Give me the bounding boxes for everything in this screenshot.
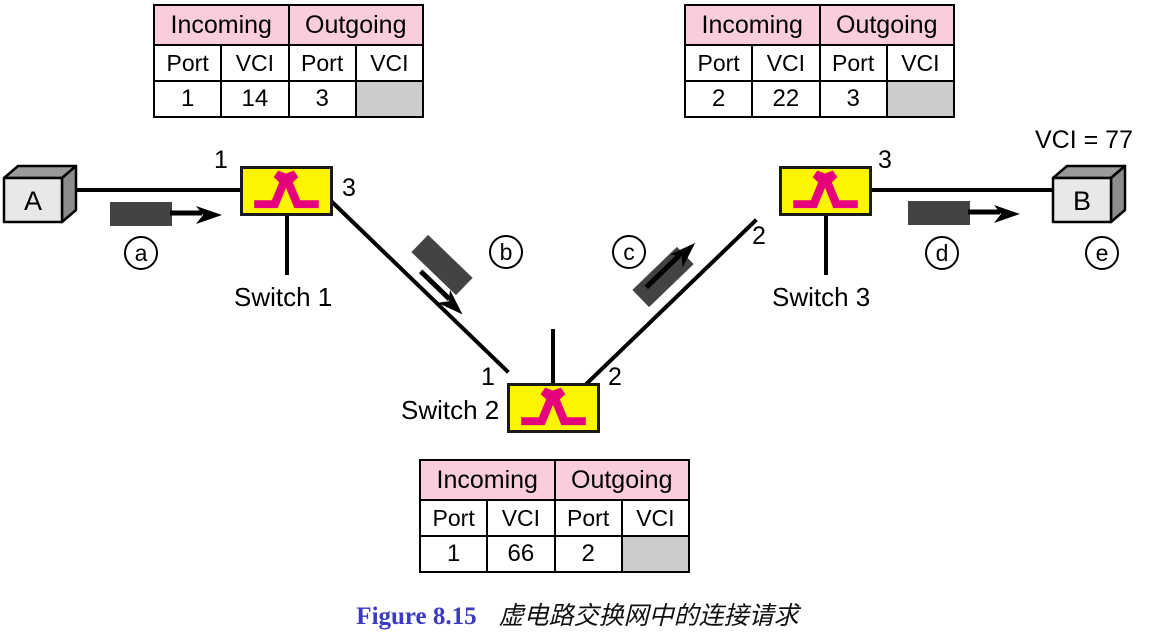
header-out-port: Port — [818, 44, 888, 82]
table-row-sub-headers: Port VCI Port VCI — [683, 44, 956, 82]
cell-in-port: 2 — [683, 80, 754, 118]
host-b-label: B — [1072, 186, 1091, 216]
header-in-port: Port — [152, 44, 223, 82]
step-b-label: b — [499, 238, 513, 265]
cell-in-vci: 14 — [220, 80, 290, 118]
header-in-port: Port — [418, 499, 489, 537]
link-switch2-stub — [551, 329, 555, 385]
table-row: 2 22 3 — [683, 80, 956, 118]
cell-out-port: 3 — [287, 80, 357, 118]
packet-d — [908, 201, 970, 225]
switch1-label: Switch 1 — [234, 282, 333, 312]
link-switch3-stub — [824, 213, 828, 275]
figure-caption-text: 虚电路交换网中的连接请求 — [498, 603, 799, 630]
host-box-icon — [1051, 164, 1127, 224]
table-row-group-headers: Incoming Outgoing — [419, 459, 690, 501]
cell-out-vci-blank — [620, 535, 691, 573]
table-row: 1 66 2 — [418, 535, 691, 573]
link-switch1-stub — [285, 213, 289, 275]
header-in-vci: VCI — [220, 44, 290, 82]
switch-crossbar-icon — [793, 170, 858, 209]
header-in-vci: VCI — [751, 44, 821, 82]
switch1-port-in-label: 1 — [214, 146, 228, 174]
table-row-group-headers: Incoming Outgoing — [153, 4, 424, 46]
switch2-label: Switch 2 — [401, 395, 500, 425]
vci-annotation: VCI = 77 — [1035, 126, 1133, 154]
cell-out-port: 2 — [553, 535, 623, 573]
switch-3[interactable] — [779, 166, 872, 216]
header-in-port: Port — [683, 44, 754, 82]
switch3-vci-table: Incoming Outgoing Port VCI Port VCI 2 22… — [683, 4, 956, 118]
switch-crossbar-icon — [254, 170, 319, 209]
cell-out-vci-blank — [885, 80, 956, 118]
header-outgoing: Outgoing — [818, 4, 955, 46]
step-c: c — [612, 235, 646, 269]
header-out-port: Port — [553, 499, 623, 537]
packet-a-arrow-icon — [170, 206, 222, 224]
table-row: 1 14 3 — [152, 80, 425, 118]
header-outgoing: Outgoing — [287, 4, 424, 46]
switch2-port-in-label: 1 — [481, 363, 495, 391]
header-incoming: Incoming — [684, 4, 821, 46]
header-in-vci: VCI — [486, 499, 556, 537]
cell-out-port: 3 — [818, 80, 888, 118]
table-row-group-headers: Incoming Outgoing — [684, 4, 955, 46]
step-d: d — [925, 236, 959, 270]
link-switch3-b — [866, 188, 1052, 192]
packet-c-arrow-icon — [644, 242, 696, 290]
switch-2[interactable] — [507, 383, 600, 433]
switch2-vci-table: Incoming Outgoing Port VCI Port VCI 1 66… — [418, 459, 691, 573]
table-row-sub-headers: Port VCI Port VCI — [418, 499, 691, 537]
switch-crossbar-icon — [521, 387, 586, 426]
switch1-vci-table: Incoming Outgoing Port VCI Port VCI 1 14… — [152, 4, 425, 118]
step-e-label: e — [1095, 239, 1109, 266]
step-c-label: c — [623, 238, 635, 265]
header-out-port: Port — [287, 44, 357, 82]
figure-number: Figure 8.15 — [356, 603, 477, 630]
link-a-switch1 — [72, 188, 244, 192]
host-box-icon — [2, 164, 78, 224]
switch2-port-out-label: 2 — [608, 363, 622, 391]
figure-caption: Figure 8.15 虚电路交换网中的连接请求 — [0, 596, 1155, 632]
header-incoming: Incoming — [153, 4, 290, 46]
host-b: B — [1051, 164, 1127, 226]
packet-b-arrow-icon — [418, 269, 463, 315]
cell-in-vci: 22 — [751, 80, 821, 118]
cell-in-port: 1 — [152, 80, 223, 118]
header-out-vci: VCI — [885, 44, 956, 82]
host-a-label: A — [23, 186, 42, 216]
header-out-vci: VCI — [354, 44, 425, 82]
step-a: a — [124, 236, 158, 270]
step-a-label: a — [134, 239, 148, 266]
cell-in-vci: 66 — [486, 535, 556, 573]
switch3-label: Switch 3 — [772, 282, 871, 312]
switch3-port-out-label: 3 — [878, 146, 892, 174]
header-incoming: Incoming — [419, 459, 556, 501]
host-a: A — [2, 164, 78, 226]
cell-in-port: 1 — [418, 535, 489, 573]
switch-1[interactable] — [240, 166, 333, 216]
step-d-label: d — [935, 239, 949, 266]
header-outgoing: Outgoing — [553, 459, 690, 501]
step-b: b — [489, 235, 523, 269]
switch3-port-in-label: 2 — [752, 222, 766, 250]
switch1-port-out-label: 3 — [342, 174, 356, 202]
packet-d-arrow-icon — [968, 205, 1020, 223]
header-out-vci: VCI — [620, 499, 691, 537]
packet-a — [110, 202, 172, 226]
step-e: e — [1085, 236, 1119, 270]
table-row-sub-headers: Port VCI Port VCI — [152, 44, 425, 82]
cell-out-vci-blank — [354, 80, 425, 118]
